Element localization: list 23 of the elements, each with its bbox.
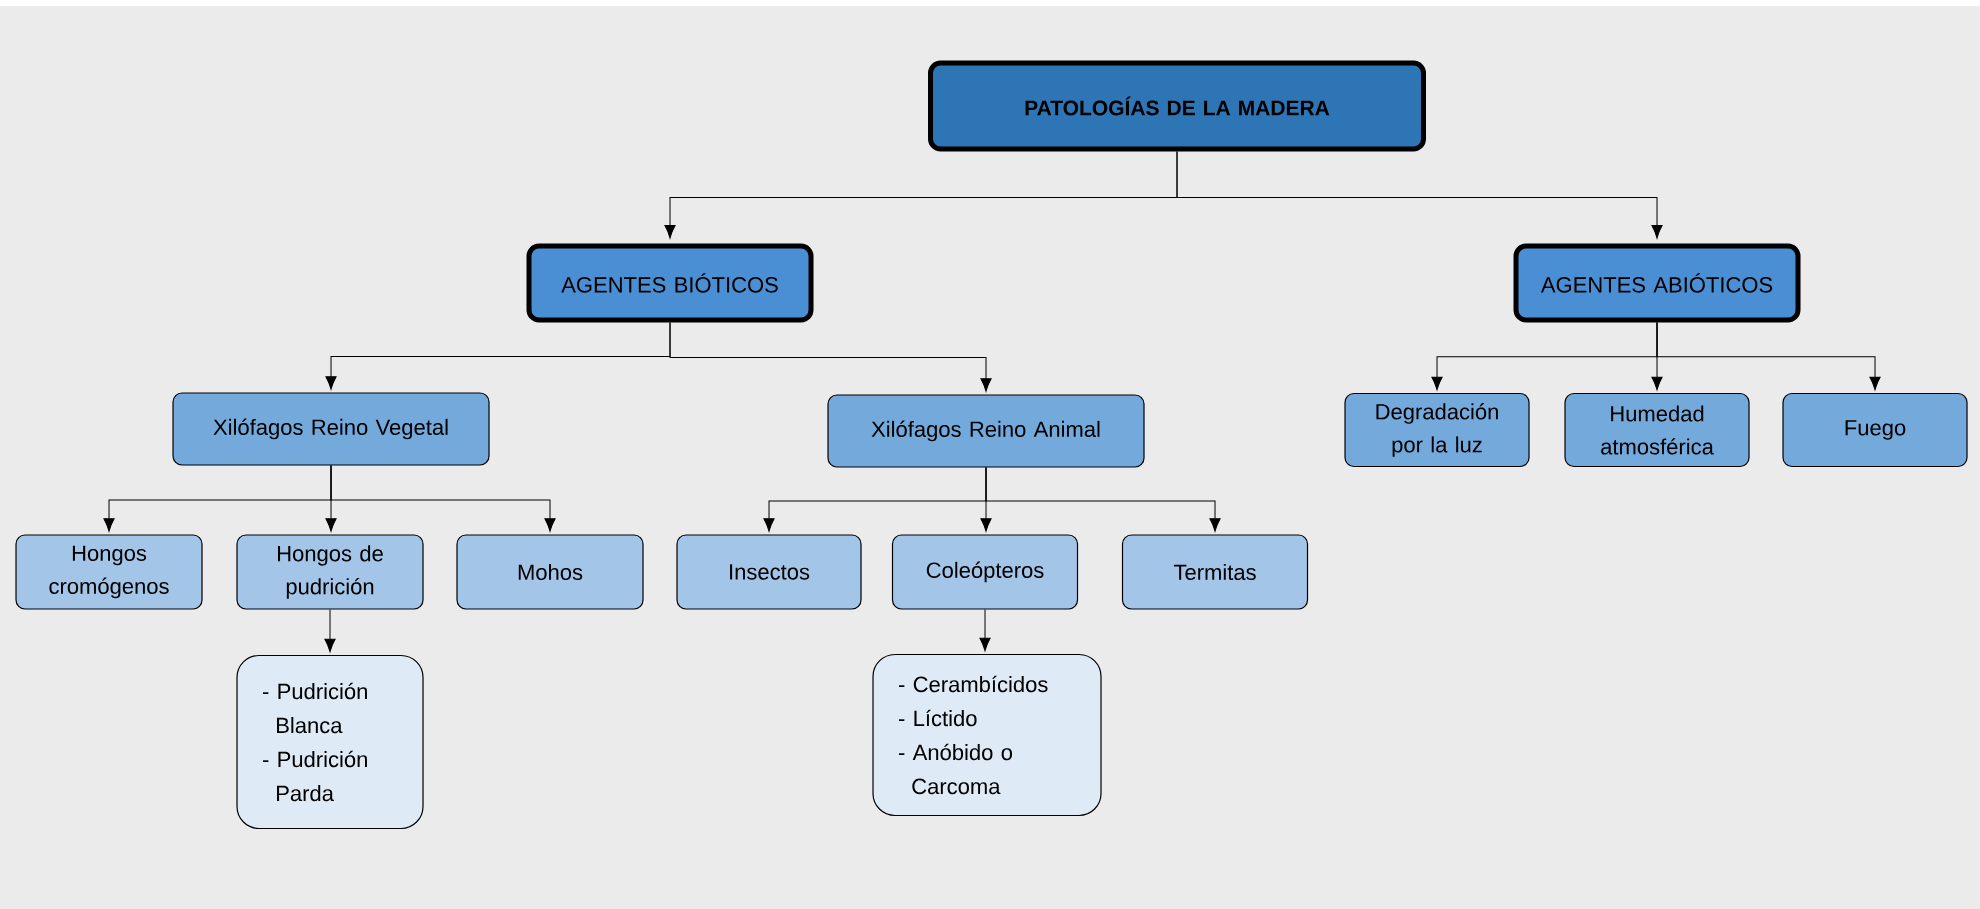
process-box: Humedad atmosférica [1564, 392, 1750, 468]
arrow [979, 609, 991, 652]
arrow [324, 609, 336, 653]
title-box: PATOLOGÍAS DE LA MADERA [928, 60, 1426, 152]
process-box: Mohos [456, 534, 644, 610]
process-box: Termitas [1121, 534, 1309, 610]
process-box: Xilófagos Reino Animal [827, 394, 1145, 468]
process-box: Xilófagos Reino Vegetal [172, 392, 490, 466]
arrow [985, 467, 1221, 532]
process-box: Coleópteros [891, 534, 1079, 610]
arrow [669, 322, 992, 392]
category-box: AGENTES BIÓTICOS [526, 243, 814, 323]
process-box: Degradación por la luz [1344, 392, 1530, 468]
process-box: Insectos [676, 534, 862, 610]
arrow [1656, 322, 1881, 391]
arrow [330, 465, 556, 532]
list-box: - Cerambícidos - Líctido - Anóbido o Carcoma [872, 653, 1102, 817]
category-box: AGENTES ABIÓTICOS [1513, 243, 1801, 323]
process-box: Hongos cromógenos [15, 534, 203, 610]
process-box: Hongos de pudrición [236, 534, 424, 610]
list-box: - Pudrición Blanca - Pudrición Parda [236, 654, 424, 830]
process-box: Fuego [1782, 392, 1968, 468]
arrow [1176, 151, 1663, 239]
